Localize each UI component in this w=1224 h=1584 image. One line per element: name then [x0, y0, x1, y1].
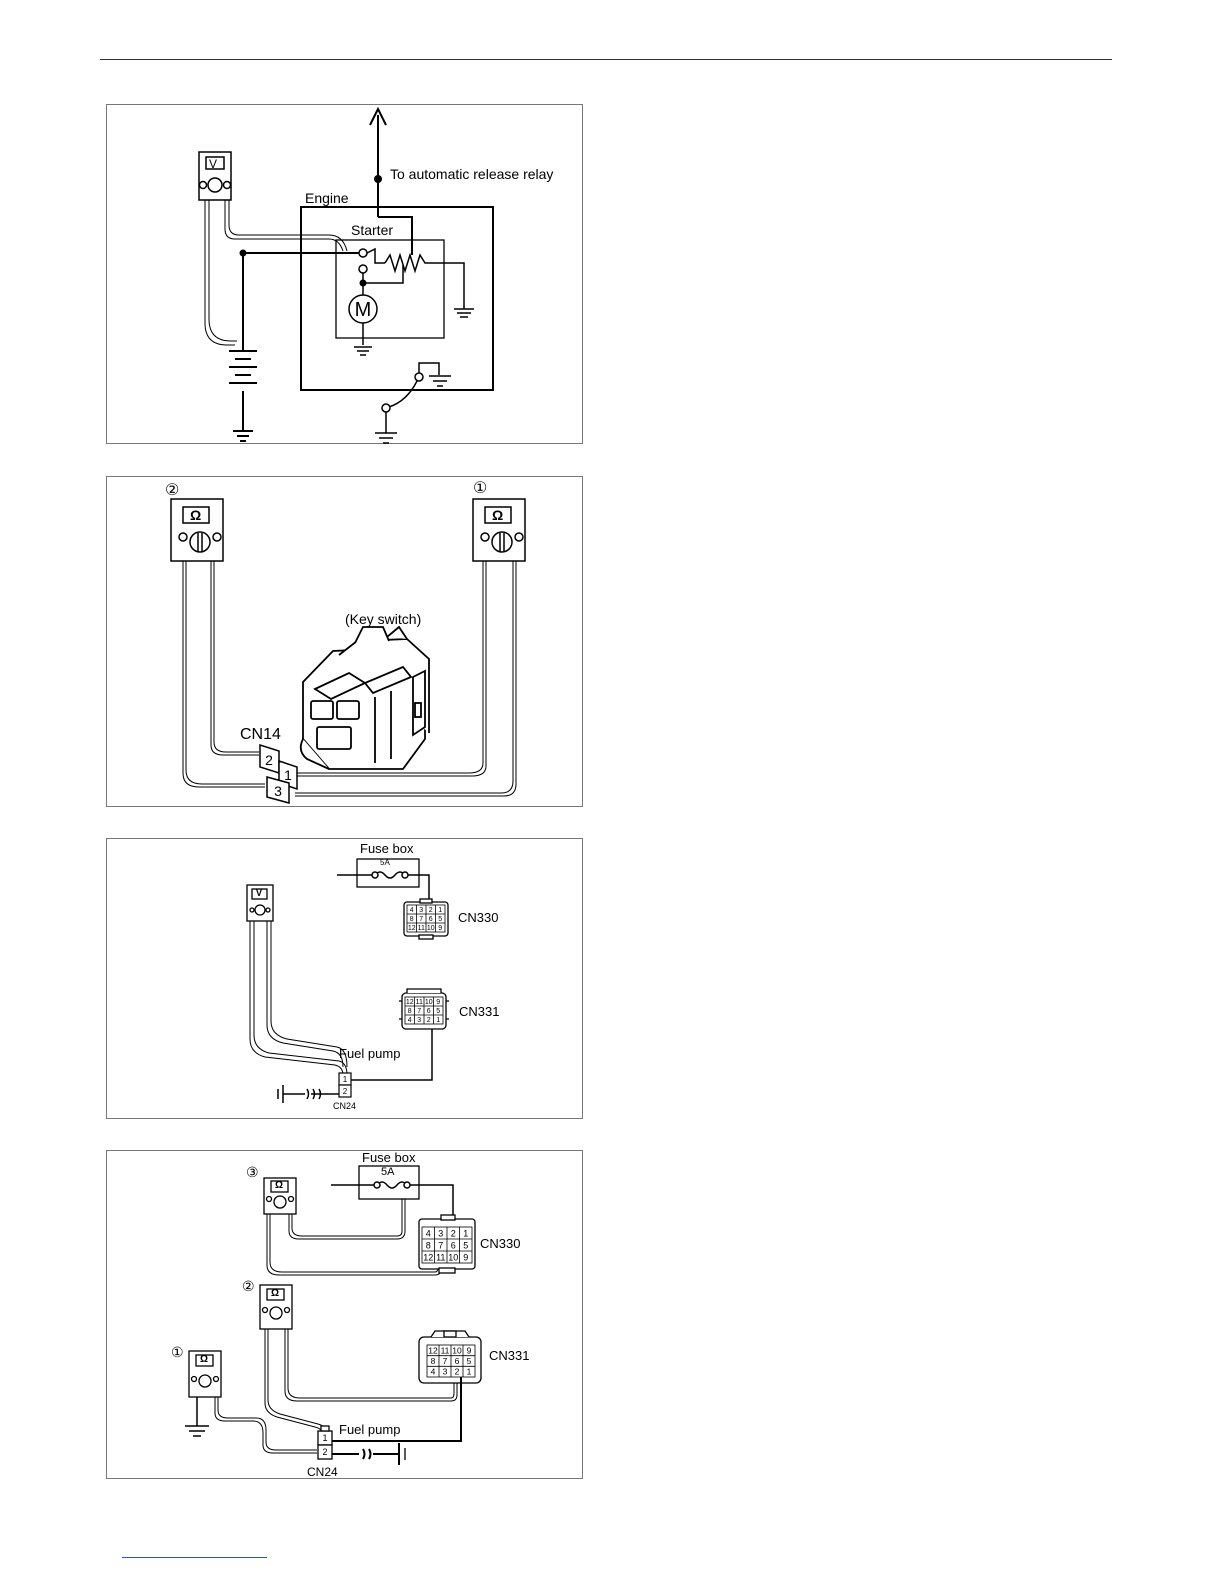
pin-2: 2: [265, 752, 273, 768]
fuse-rating: 5A: [381, 1167, 394, 1178]
fuse-rating: 5A: [380, 859, 390, 867]
key-switch-label: (Key switch): [345, 612, 421, 626]
connector-pin-number: 2: [427, 1017, 431, 1024]
motor-symbol: M: [355, 299, 372, 321]
cn24-label: CN24: [333, 1102, 356, 1111]
connector-pin-number: 1: [467, 1367, 472, 1377]
starter-circuit-drawing: M: [107, 105, 584, 445]
ohm-symbol-right: Ω: [492, 508, 503, 522]
footnote-rule: [122, 1557, 267, 1558]
pump-pin-2: 2: [343, 1087, 348, 1096]
connector-pin-number: 5: [467, 1356, 472, 1366]
probe-2-marker: ②: [165, 483, 179, 499]
connector-pin-number: 6: [429, 916, 433, 923]
fuel-pump-label: Fuel pump: [339, 1047, 400, 1060]
connector-pin-number: 5: [436, 1008, 440, 1015]
connector-pin-number: 12: [423, 1252, 433, 1262]
connector-pin-number: 6: [427, 1008, 431, 1015]
connector-pin-number: 7: [417, 1008, 421, 1015]
cn24-label: CN24: [307, 1466, 338, 1478]
connector-pin-number: 11: [436, 1252, 445, 1262]
starter-label: Starter: [351, 223, 393, 237]
connector-pin-number: 7: [438, 1240, 443, 1250]
engine-label: Engine: [305, 191, 349, 205]
connector-pin-number: 3: [419, 907, 423, 914]
connector-pin-number: 12: [408, 925, 416, 932]
ohm-symbol-left: Ω: [190, 508, 201, 522]
connector-pin-number: 7: [419, 916, 423, 923]
connector-pin-number: 10: [425, 999, 433, 1006]
pin-1: 1: [284, 767, 292, 783]
connector-pin-number: 11: [441, 1345, 450, 1355]
connector-pin-number: 10: [427, 925, 435, 932]
connector-pin-number: 8: [408, 1008, 412, 1015]
connector-pin-number: 2: [429, 907, 433, 914]
meter-symbol: V: [256, 889, 262, 898]
connector-pin-number: 1: [438, 907, 442, 914]
ohm-symbol-2: Ω: [271, 1289, 279, 1299]
connector-pin-number: 4: [410, 907, 414, 914]
connector-pin-number: 2: [451, 1228, 456, 1238]
cn330-label: CN330: [480, 1237, 520, 1250]
connector-pin-number: 7: [443, 1356, 448, 1366]
cn331-label: CN331: [459, 1005, 499, 1018]
fuel-pump-label: Fuel pump: [339, 1423, 400, 1436]
probe-1-marker: ①: [171, 1345, 184, 1359]
cn331-label: CN331: [489, 1349, 529, 1362]
probe-2-marker: ②: [242, 1279, 255, 1293]
connector-pin-number: 5: [463, 1240, 468, 1250]
header-rule: [100, 59, 1112, 60]
pump-pin-2: 2: [322, 1447, 327, 1457]
connector-pin-number: 8: [431, 1356, 436, 1366]
fuse-box-label: Fuse box: [362, 1151, 415, 1164]
connector-pin-number: 9: [436, 999, 440, 1006]
probe-3-marker: ③: [246, 1165, 259, 1179]
connector-pin-number: 11: [418, 925, 425, 932]
fuse-box-label: Fuse box: [360, 842, 413, 855]
connector-pin-number: 9: [467, 1345, 472, 1355]
probe-1-marker: ①: [473, 481, 487, 497]
connector-pin-number: 11: [416, 999, 423, 1006]
connector-pin-number: 4: [408, 1017, 412, 1024]
key-switch-connector: [301, 627, 429, 769]
connector-pin-number: 5: [438, 916, 442, 923]
connector-pin-number: 10: [448, 1252, 458, 1262]
pump-pin-1: 1: [322, 1433, 327, 1443]
connector-pin-number: 12: [406, 999, 414, 1006]
connector-pin-number: 8: [410, 916, 414, 923]
cn330-label: CN330: [458, 911, 498, 924]
connector-pin-number: 3: [443, 1367, 448, 1377]
connector-pin-number: 9: [438, 925, 442, 932]
connector-pin-number: 1: [436, 1017, 440, 1024]
connector-pin-number: 1: [463, 1228, 468, 1238]
ohm-symbol-1: Ω: [200, 1355, 208, 1365]
key-switch-drawing: 2 1 3: [107, 477, 584, 808]
connector-pin-number: 12: [428, 1345, 438, 1355]
connector-pin-number: 4: [426, 1228, 431, 1238]
connector-pin-number: 6: [451, 1240, 456, 1250]
connector-pin-number: 3: [438, 1228, 443, 1238]
cn14-label: CN14: [240, 727, 281, 743]
connector-pin-number: 3: [417, 1017, 421, 1024]
connector-pin-number: 9: [463, 1252, 468, 1262]
relay-label: To automatic release relay: [390, 167, 553, 181]
connector-pin-number: 6: [455, 1356, 460, 1366]
connector-pin-number: 10: [452, 1345, 462, 1355]
connector-pin-number: 2: [455, 1367, 460, 1377]
pin-3: 3: [274, 783, 282, 799]
connector-pin-number: 8: [426, 1240, 431, 1250]
key-switch-figure: 2 1 3 ② ① Ω Ω (Key switch) CN14: [106, 476, 583, 807]
pump-pin-1: 1: [343, 1075, 348, 1084]
ohm-symbol-3: Ω: [275, 1181, 283, 1191]
connector-pin-number: 4: [431, 1367, 436, 1377]
starter-circuit-figure: M V To automatic release relay Engine St…: [106, 104, 583, 444]
meter-symbol: V: [209, 158, 217, 170]
